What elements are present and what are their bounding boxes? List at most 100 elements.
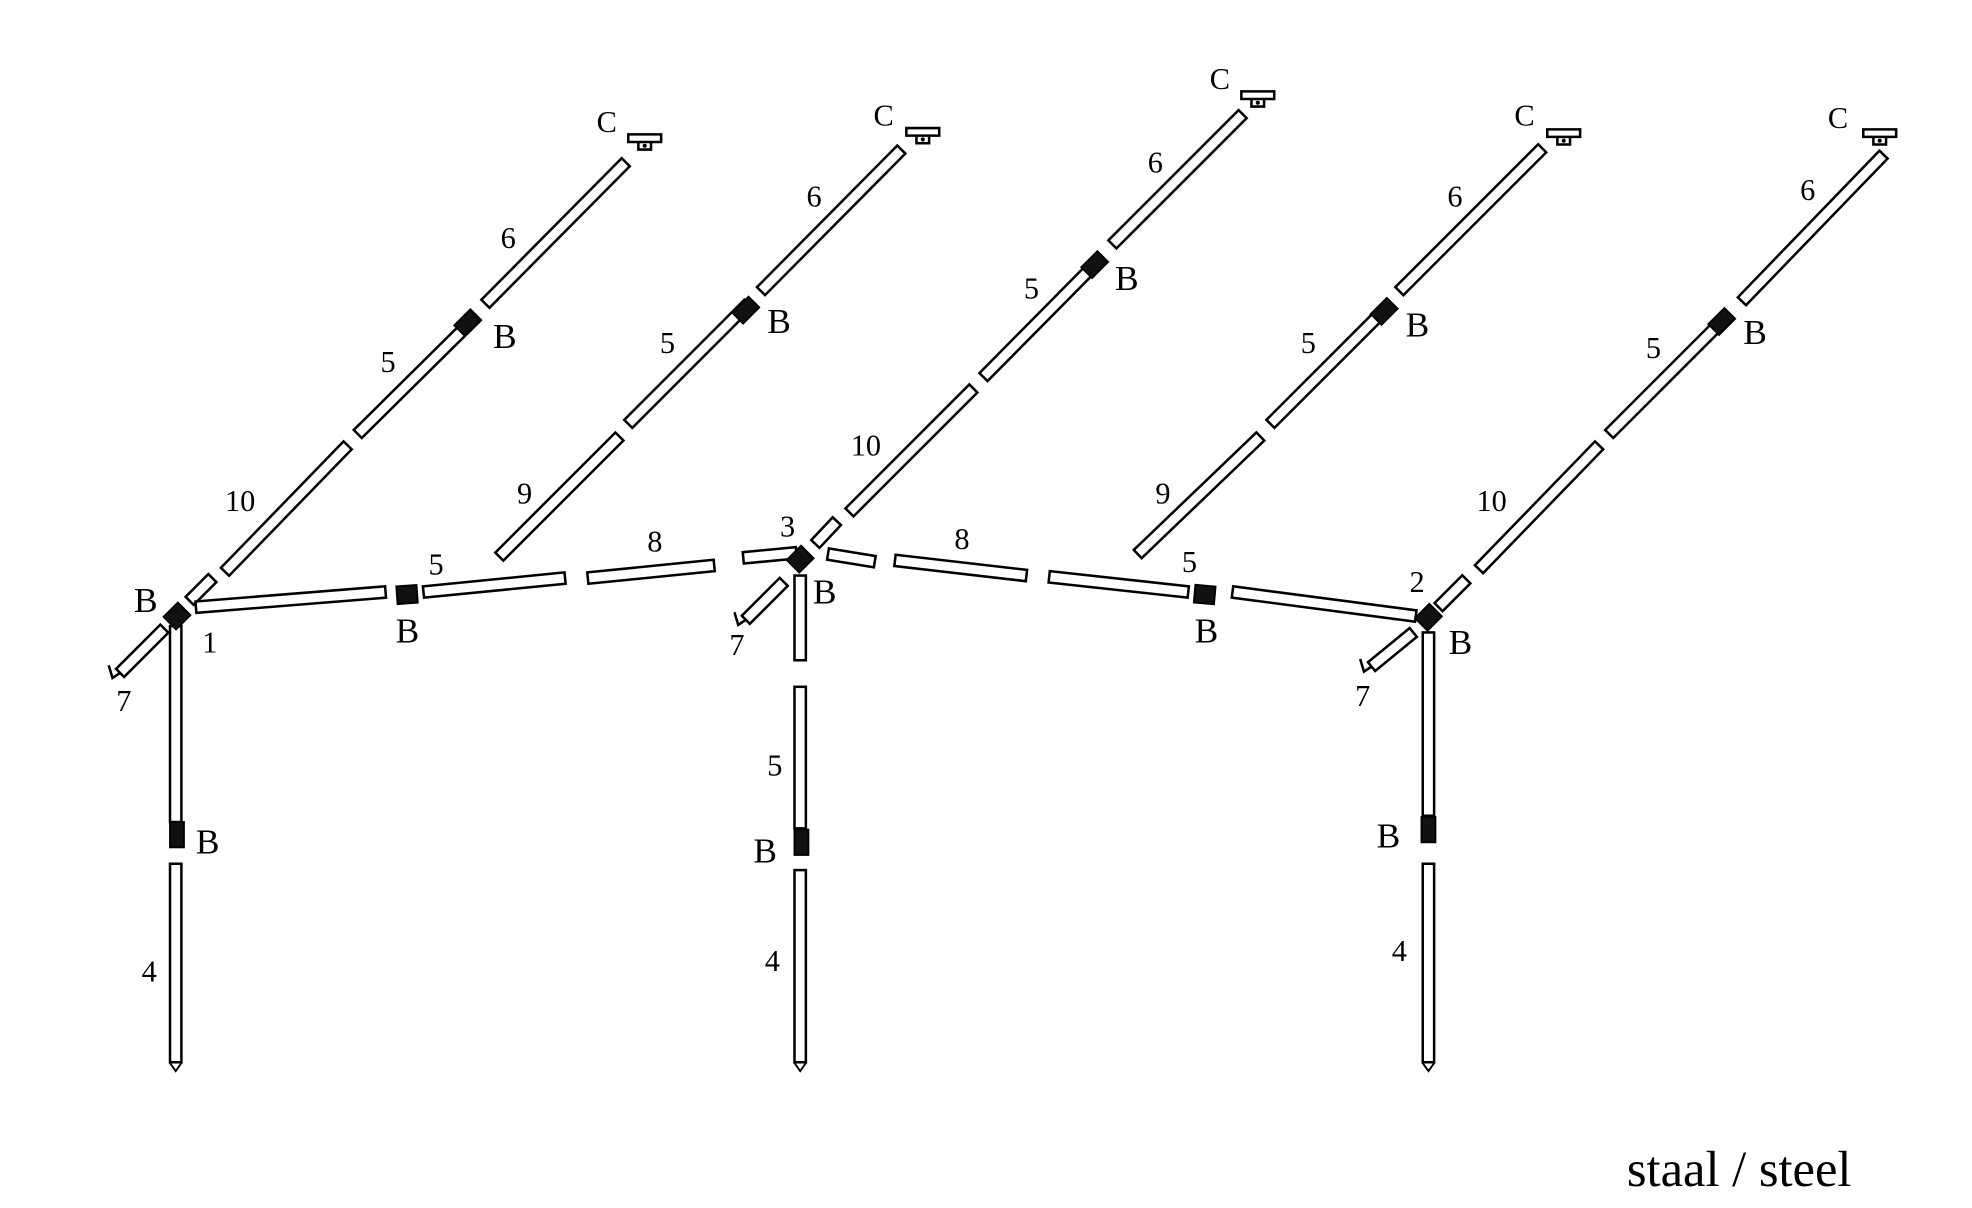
pole-segment xyxy=(1106,108,1249,251)
connector-c-pin xyxy=(920,137,925,142)
label-4: 4 xyxy=(1392,934,1407,968)
hook xyxy=(107,664,121,680)
pole-segment xyxy=(1473,439,1605,575)
label-c: C xyxy=(873,99,893,133)
label-2: 2 xyxy=(1409,565,1424,599)
pole-segment xyxy=(793,574,808,662)
pole-segment xyxy=(843,382,980,519)
label-5: 5 xyxy=(660,326,675,360)
label-4: 4 xyxy=(142,954,157,988)
label-7: 7 xyxy=(116,684,131,718)
label-6: 6 xyxy=(1447,179,1462,213)
label-b: B xyxy=(1406,305,1430,345)
pole-segment xyxy=(168,862,183,1064)
label-3: 3 xyxy=(780,509,795,543)
pole-segment xyxy=(1366,626,1419,673)
connector-b xyxy=(1420,816,1437,844)
pole-segment xyxy=(219,439,354,578)
pole-segment xyxy=(1421,862,1436,1064)
label-10: 10 xyxy=(1476,484,1506,518)
label-4: 4 xyxy=(765,944,780,978)
pole-segment xyxy=(1736,148,1890,307)
pole-segment xyxy=(1393,142,1549,297)
pole-segment xyxy=(825,547,878,569)
connector-b xyxy=(1413,602,1444,633)
label-c: C xyxy=(1514,99,1534,133)
label-5: 5 xyxy=(1301,326,1316,360)
pole-segment xyxy=(168,624,183,824)
label-9: 9 xyxy=(1155,477,1170,511)
pole-segment xyxy=(1230,584,1418,624)
connector-b xyxy=(731,295,761,325)
label-7: 7 xyxy=(1355,679,1370,713)
pole-segment xyxy=(755,143,908,297)
connector-b xyxy=(162,601,192,631)
label-5: 5 xyxy=(429,547,444,581)
pole-segment xyxy=(421,571,567,600)
label-b: B xyxy=(753,831,777,871)
hook xyxy=(1358,658,1373,674)
connector-c xyxy=(1240,90,1276,108)
pole-segment xyxy=(740,576,790,626)
label-6: 6 xyxy=(806,179,821,213)
label-b: B xyxy=(1743,312,1767,352)
connector-c-pin xyxy=(1877,138,1882,143)
hook xyxy=(733,611,747,627)
label-5: 5 xyxy=(380,345,395,379)
label-6: 6 xyxy=(501,221,516,255)
pole-segment xyxy=(809,515,843,550)
label-10: 10 xyxy=(851,428,881,462)
label-7: 7 xyxy=(729,628,744,662)
label-5: 5 xyxy=(1646,331,1661,365)
connector-c xyxy=(1862,128,1898,146)
label-b: B xyxy=(767,301,791,341)
connector-b xyxy=(395,583,419,606)
part-labels: C C C C C 6 6 6 6 6 B B B B B 5 5 5 5 5 … xyxy=(116,62,1848,988)
pole-segment xyxy=(183,572,219,607)
label-b: B xyxy=(134,580,158,620)
connector-c xyxy=(626,133,663,151)
connector-b xyxy=(1369,296,1399,327)
connector-c xyxy=(1545,128,1582,146)
label-b: B xyxy=(1449,622,1473,662)
material-caption: staal / steel xyxy=(1627,1141,1852,1197)
label-c: C xyxy=(597,105,617,139)
label-b: B xyxy=(1377,815,1401,855)
label-b: B xyxy=(1115,258,1139,298)
label-5: 5 xyxy=(1024,272,1039,306)
pole-segment xyxy=(793,685,808,830)
label-b: B xyxy=(1195,611,1219,651)
pole-segment xyxy=(892,553,1029,583)
label-b: B xyxy=(196,822,220,862)
connectors-layer xyxy=(107,90,1898,1073)
connector-c xyxy=(905,126,941,145)
connector-c-pin xyxy=(1255,100,1260,105)
pole-segment xyxy=(977,253,1106,383)
pole-segment xyxy=(585,558,717,586)
connector-b xyxy=(452,307,483,338)
pole-segment xyxy=(493,430,626,563)
connector-b xyxy=(169,821,185,849)
pole-segment xyxy=(1131,430,1267,560)
label-c: C xyxy=(1210,62,1230,96)
label-6: 6 xyxy=(1148,145,1163,179)
ground-spike xyxy=(168,1061,183,1073)
label-10: 10 xyxy=(225,484,255,518)
connector-c-pin xyxy=(642,143,647,148)
label-b: B xyxy=(396,611,420,651)
pole-segment xyxy=(1421,631,1436,818)
pole-segment xyxy=(194,584,388,615)
pole-segment xyxy=(1264,304,1391,430)
label-5: 5 xyxy=(1182,545,1197,579)
pole-segment xyxy=(114,622,171,679)
pole-segment xyxy=(793,868,808,1064)
connector-b xyxy=(793,828,810,856)
pole-segment xyxy=(622,297,755,430)
label-8: 8 xyxy=(954,522,969,556)
connector-b xyxy=(1192,583,1217,606)
label-b: B xyxy=(813,571,837,611)
pole-segment xyxy=(1432,573,1473,613)
ground-spike xyxy=(1421,1061,1436,1073)
label-6: 6 xyxy=(1800,173,1815,207)
